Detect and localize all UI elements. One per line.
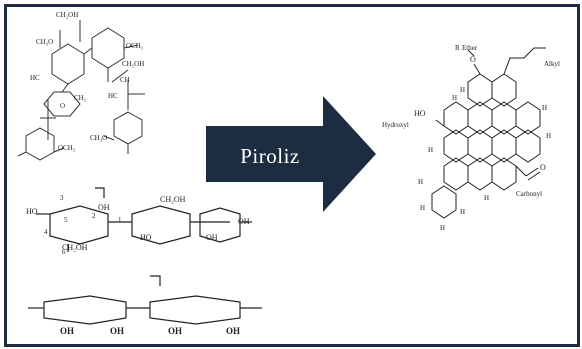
product-ring-k xyxy=(443,157,469,191)
lignin-och3-b-label: OCH₃ xyxy=(58,144,76,152)
cellulose-ch2oh-b-label: CH₂OH xyxy=(62,243,88,252)
product-ring-i xyxy=(491,129,517,163)
hemicellulose-structure xyxy=(28,275,262,325)
product-ring-j xyxy=(515,129,541,163)
alkyl-label: Alkyl xyxy=(544,60,560,68)
cellulose-num4: 4 xyxy=(44,228,48,236)
lignin-ch2oh-b-label: CH₂OH xyxy=(122,60,144,68)
hemicellulose-ring-2 xyxy=(149,295,241,325)
lignin-structure xyxy=(17,20,145,161)
ether-label: Ether xyxy=(462,44,478,52)
hemicellulose-oh-label-2: OH xyxy=(110,326,124,336)
carbonyl-label: Carbonyl xyxy=(516,190,542,198)
cellulose-num2: 2 xyxy=(92,212,96,220)
lignin-o-label: O xyxy=(60,102,65,110)
cellulose-ring-2 xyxy=(131,205,191,245)
product-ring-m xyxy=(491,157,517,191)
lignin-ring-4 xyxy=(113,111,143,145)
product-ring-c xyxy=(443,101,469,135)
hydroxyl-label: Hydroxyl xyxy=(382,121,409,129)
product-h-5: H xyxy=(418,178,423,186)
lignin-ch2-label: CH₂ xyxy=(74,94,87,102)
ether-r-label: R xyxy=(455,44,460,52)
cellulose-num5: 5 xyxy=(64,216,68,224)
lignin-hc-b-label: HC xyxy=(108,92,118,100)
product-h-3: H xyxy=(546,132,551,140)
product-h-1: H xyxy=(460,86,465,94)
pyrolysis-arrow xyxy=(206,96,376,212)
cellulose-ring-1 xyxy=(49,205,109,245)
cellulose-structure xyxy=(36,187,252,252)
hemicellulose-oh-label-4: OH xyxy=(226,326,240,336)
hemicellulose-oh-label-1: OH xyxy=(60,326,74,336)
product-h-7: H xyxy=(440,224,445,232)
lignin-ch3o-b-label: CH₃O xyxy=(90,134,107,142)
cellulose-num6: 6 xyxy=(62,248,66,256)
product-ring-f xyxy=(515,101,541,135)
cellulose-oh-b-label: OH xyxy=(206,233,218,242)
product-structure xyxy=(431,47,546,219)
cellulose-oh-label: OH xyxy=(98,203,110,212)
product-h-2: H xyxy=(542,104,547,112)
product-ring-g xyxy=(443,129,469,163)
product-h-6: H xyxy=(420,204,425,212)
carbonyl-o-label: O xyxy=(540,163,546,172)
lignin-ring-2 xyxy=(91,27,125,69)
lignin-ch-label: CH xyxy=(120,76,130,84)
cellulose-ho-label: HO xyxy=(26,207,38,216)
hemicellulose-ring-1 xyxy=(43,295,127,325)
cellulose-ho-b-label: HO xyxy=(140,233,152,242)
cellulose-ring-3 xyxy=(199,207,241,243)
product-ring-n xyxy=(431,185,457,219)
product-h-8: H xyxy=(460,208,465,216)
ether-o-label: O xyxy=(470,55,476,64)
cellulose-ch2oh-label: CH₂OH xyxy=(160,195,186,204)
product-ring-l xyxy=(467,157,493,191)
hemicellulose-oh-label-3: OH xyxy=(168,326,182,336)
lignin-och3-label: OCH₃ xyxy=(126,42,144,50)
product-h-9: H xyxy=(484,194,489,202)
product-h-10: H xyxy=(452,94,457,102)
lignin-ch3o-label: CH₃O xyxy=(36,38,53,46)
product-ring-b xyxy=(491,73,517,107)
lignin-ch2oh-label: CH₂OH xyxy=(56,11,78,19)
product-ring-a xyxy=(467,73,493,107)
product-ring-e xyxy=(491,101,517,135)
ho-label: HO xyxy=(414,109,426,118)
lignin-ether-ring xyxy=(43,91,81,117)
lignin-hc-label: HC xyxy=(30,74,40,82)
lignin-ring-3 xyxy=(25,127,55,161)
product-ring-h xyxy=(467,129,493,163)
pyrolysis-label: Piroliz xyxy=(240,144,300,168)
cellulose-num3: 3 xyxy=(60,194,64,202)
product-ring-d xyxy=(467,101,493,135)
cellulose-num1: 1 xyxy=(118,216,122,224)
product-h-4: H xyxy=(428,146,433,154)
lignin-ring-1 xyxy=(51,43,85,85)
cellulose-oh-c-label: OH xyxy=(238,217,250,226)
